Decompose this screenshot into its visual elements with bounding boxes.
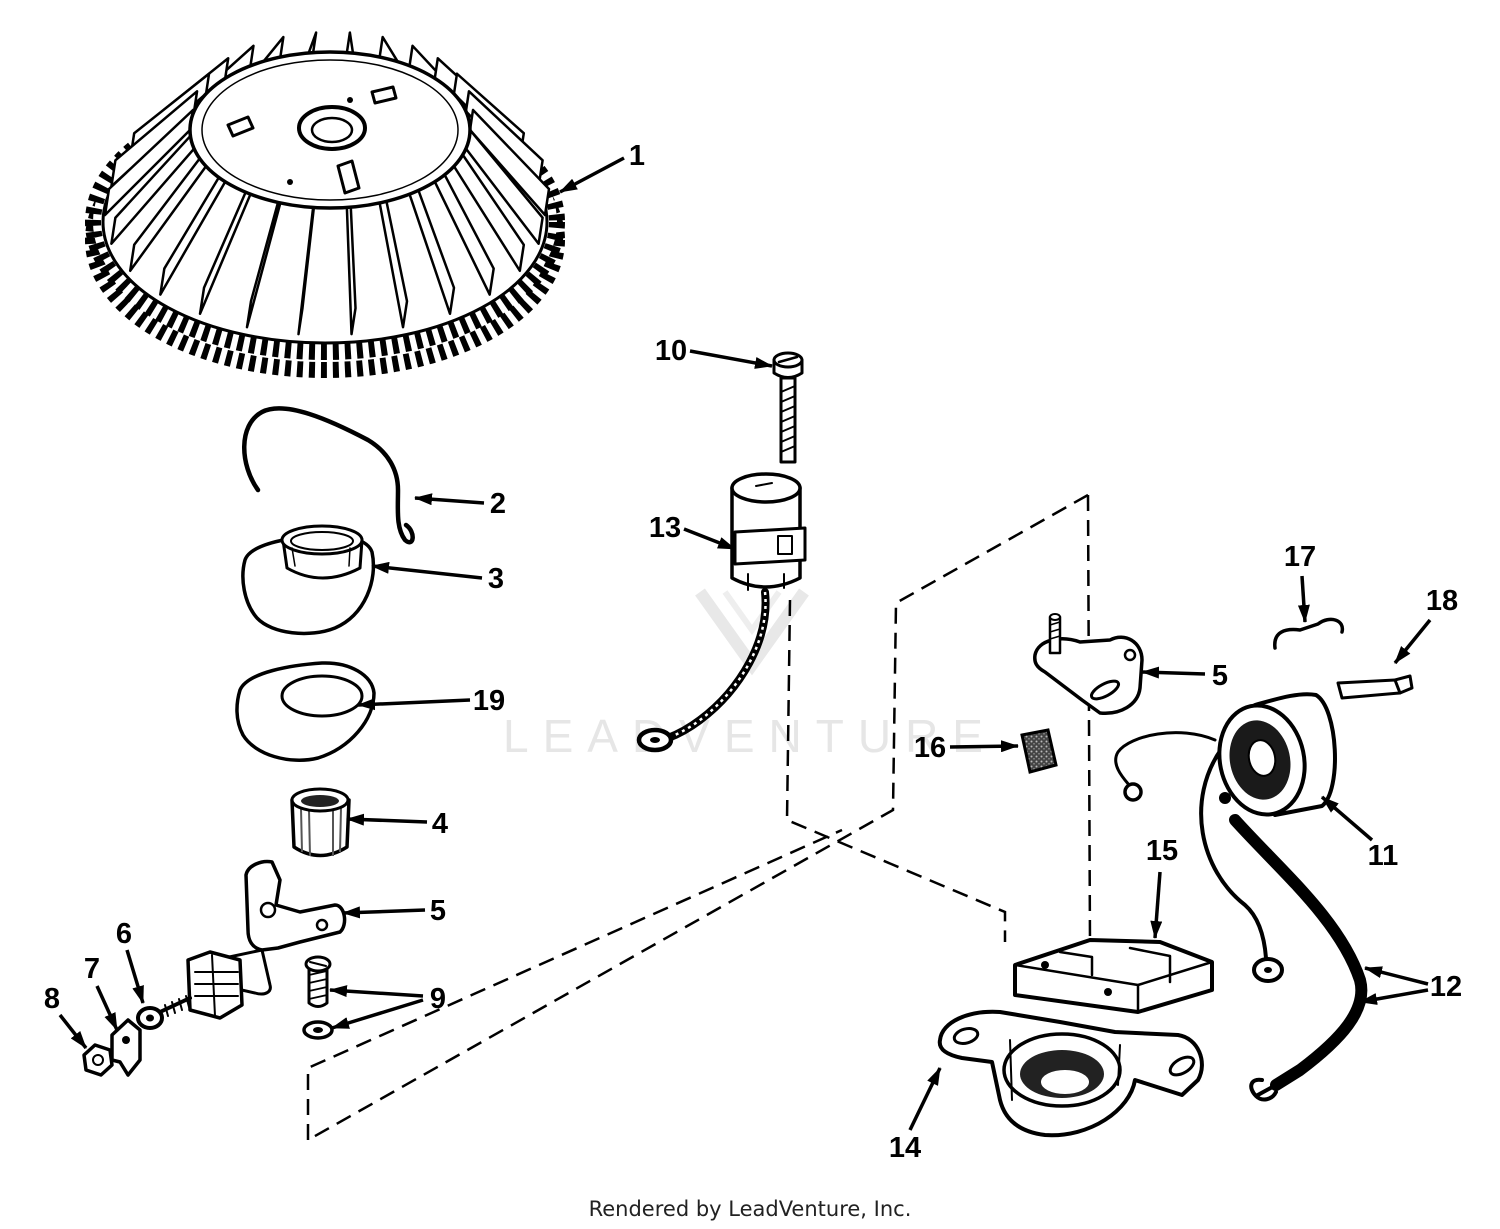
callout-17: 17	[1284, 541, 1316, 623]
callout-13: 13	[649, 512, 736, 551]
callout-label: 3	[488, 563, 504, 595]
callout-label: 5	[1212, 660, 1228, 692]
footer-credit: Rendered by LeadVenture, Inc.	[589, 1197, 912, 1221]
callouts: 1 2 3 19 4 5 6 7	[44, 140, 1462, 1164]
callout-label: 12	[1430, 971, 1462, 1003]
condenser-screw-part	[772, 351, 804, 464]
washer-plate-part	[235, 661, 376, 762]
screw-and-washer-part	[302, 955, 334, 1040]
small-washer-part	[136, 1006, 164, 1030]
callout-label: 10	[655, 335, 687, 367]
callout-3: 3	[371, 561, 504, 595]
callout-label: 1	[629, 140, 645, 172]
hex-nut-part	[82, 1043, 114, 1077]
watermark-logo: LEADVENTURE	[503, 588, 997, 762]
callout-7: 7	[84, 953, 119, 1031]
callout-label: 7	[84, 953, 100, 985]
callout-12: 12	[1359, 966, 1462, 1005]
condenser-part	[636, 472, 807, 753]
callout-2: 2	[414, 488, 506, 520]
ignition-coil-part	[1114, 692, 1368, 1102]
coil-bracket-part	[937, 1009, 1204, 1138]
watermark-text: LEADVENTURE	[503, 710, 997, 762]
callout-16: 16	[914, 732, 1019, 764]
callout-label: 4	[432, 808, 448, 840]
cam-plate-part	[241, 524, 376, 636]
callout-label: 5	[430, 895, 446, 927]
assembly-dashed-lines	[306, 493, 1092, 1142]
callout-6: 6	[116, 918, 145, 1004]
bushing-part	[290, 787, 351, 858]
callout-label: 11	[1368, 840, 1399, 872]
callout-label: 17	[1284, 541, 1316, 573]
callout-14: 14	[889, 1067, 942, 1164]
callout-5-left: 5	[342, 895, 446, 927]
retainer-clip-part	[1336, 674, 1414, 700]
callout-15: 15	[1146, 835, 1178, 939]
flywheel-part	[85, 31, 565, 378]
callout-9: 9	[329, 983, 446, 1030]
callout-label: 15	[1146, 835, 1178, 867]
terminal-bracket-part	[110, 1018, 142, 1077]
callout-label: 18	[1426, 585, 1458, 617]
spring-clip-part	[242, 406, 415, 545]
lamination-core-part	[1013, 938, 1214, 1014]
callout-11: 11	[1320, 795, 1399, 872]
callout-label: 16	[914, 732, 946, 764]
callout-label: 14	[889, 1132, 921, 1164]
callout-label: 2	[490, 488, 506, 520]
callout-10: 10	[655, 335, 773, 369]
wire-spring-part	[1273, 617, 1345, 650]
flywheel-fin	[468, 108, 551, 217]
callout-18: 18	[1393, 585, 1458, 665]
callout-label: 9	[430, 983, 446, 1015]
callout-label: 8	[44, 983, 60, 1015]
callout-label: 6	[116, 918, 132, 950]
callout-4: 4	[346, 808, 448, 840]
callout-8: 8	[44, 983, 88, 1050]
callout-1: 1	[559, 140, 645, 194]
point-bracket-part	[1033, 613, 1144, 715]
flywheel-hub	[297, 105, 367, 151]
felt-pad-part	[1020, 728, 1058, 774]
callout-label: 13	[649, 512, 681, 544]
callout-label: 19	[473, 685, 505, 717]
callout-19: 19	[357, 685, 505, 717]
callout-5-right: 5	[1141, 660, 1228, 692]
